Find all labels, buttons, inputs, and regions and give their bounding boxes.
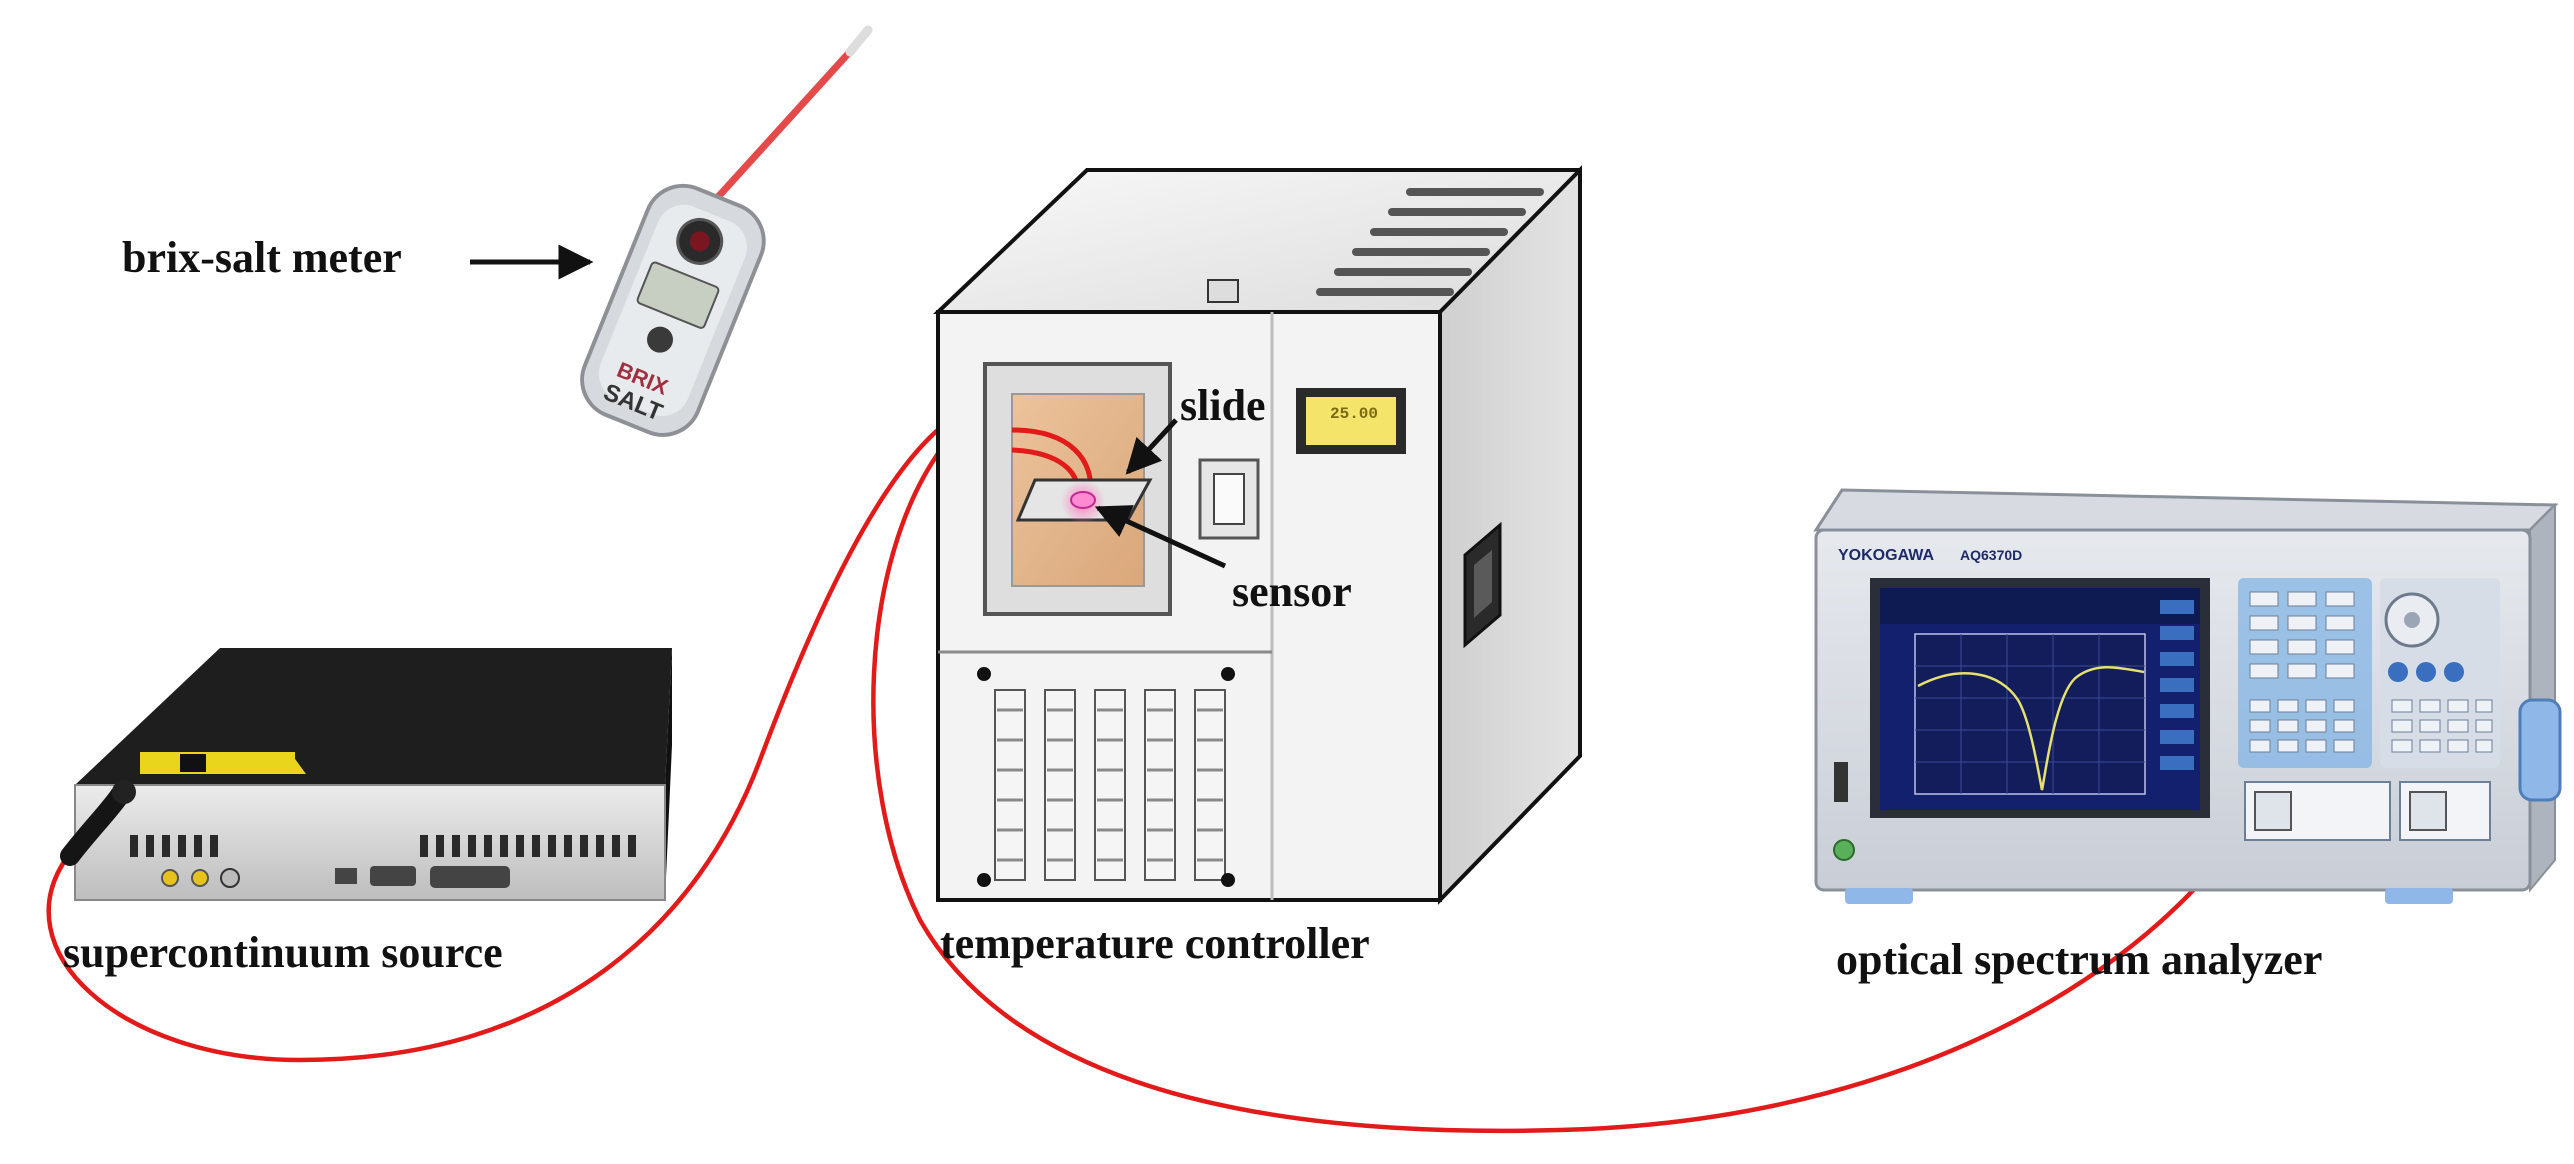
label-supercontinuum-source: supercontinuum source: [63, 928, 503, 977]
brix-salt-meter: BRIX SALT: [580, 25, 873, 437]
label-optical-spectrum-analyzer: optical spectrum analyzer: [1836, 935, 2322, 984]
controller-display-value: 25.00: [1330, 405, 1378, 423]
sensor: [1070, 491, 1096, 509]
temperature-controller: 25.00: [933, 165, 1582, 905]
source-usb-port: [335, 868, 357, 884]
meter-display: [636, 261, 720, 329]
osa-spectrum-trace: [1917, 666, 2145, 791]
fiber-controller-to-osa: [871, 446, 2271, 1134]
label-brix-salt-meter: brix-salt meter: [122, 233, 402, 282]
source-vents: [130, 835, 636, 857]
osa-brand-text: YOKOGAWA: [1838, 547, 1934, 564]
controller-front-vents: [994, 689, 1226, 881]
meter-button: [647, 326, 674, 353]
osa-screen-grid: [1915, 634, 2145, 794]
source-connector-3: [220, 868, 240, 888]
osa-right-side: [2529, 502, 2556, 893]
controller-display: [1306, 397, 1396, 445]
controller-top-latch: [1207, 279, 1239, 303]
osa-power-button: [1833, 839, 1855, 861]
osa-foot-right: [2385, 888, 2453, 904]
source-right-side: [665, 648, 672, 900]
optical-spectrum-analyzer: YOKOGAWA AQ6370D: [1813, 488, 2562, 904]
meter-probe: [704, 30, 870, 212]
controller-top-vents: [1316, 188, 1544, 296]
source-top-panel: [75, 648, 672, 785]
label-temperature-controller: temperature controller: [940, 919, 1370, 968]
label-slide: slide: [1180, 381, 1266, 430]
osa-usb-ports: [1834, 762, 1848, 802]
osa-model-text: AQ6370D: [1960, 547, 2022, 563]
source-serial-port: [370, 866, 416, 886]
arrow-sensor: [1094, 505, 1227, 569]
source-connector-2: [191, 869, 209, 887]
supercontinuum-source: [60, 648, 672, 901]
osa-softkeys: [2160, 600, 2194, 770]
osa-arrow-keys: [2388, 662, 2464, 682]
source-connector-1: [161, 869, 179, 887]
label-sensor: sensor: [1232, 567, 1352, 616]
source-db25-port: [430, 866, 510, 888]
arrow-slide: [1125, 418, 1178, 475]
optical-fibers: [46, 426, 2271, 1134]
osa-side-handle: [2518, 698, 2562, 802]
laser-warning-label: [140, 752, 295, 774]
fiber-source-to-controller: [46, 426, 942, 1063]
osa-top: [1813, 488, 2559, 532]
osa-keys: [2249, 591, 2355, 753]
osa-foot-left: [1845, 888, 1913, 904]
